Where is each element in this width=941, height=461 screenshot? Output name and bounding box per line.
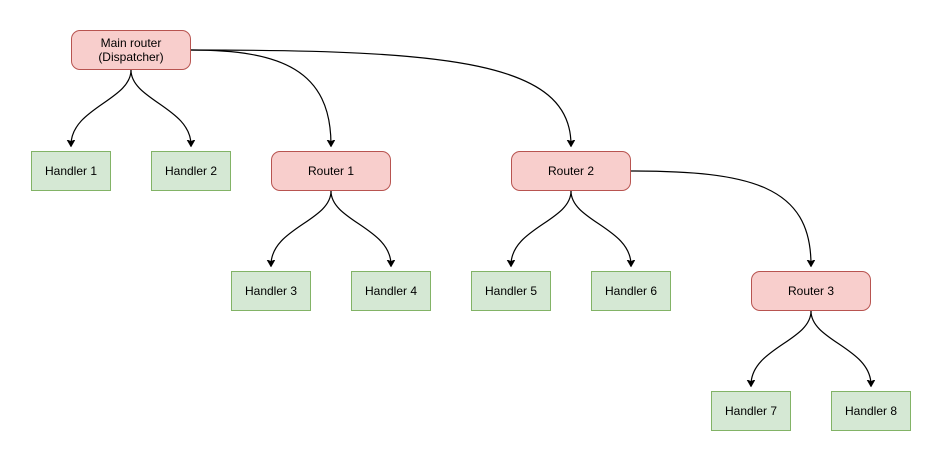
- node-handler-5[interactable]: Handler 5: [471, 271, 551, 311]
- node-router-1[interactable]: Router 1: [271, 151, 391, 191]
- node-label-router-1: Router 1: [307, 164, 355, 178]
- edge-router-2-to-router-3: [630, 170, 811, 265]
- node-label-handler-1: Handler 1: [44, 164, 98, 178]
- edge-main-to-router-2: [190, 49, 571, 145]
- node-handler-2[interactable]: Handler 2: [151, 151, 231, 191]
- node-label-main-router: Main router (Dispatcher): [98, 36, 164, 64]
- node-label-router-2: Router 2: [547, 164, 595, 178]
- edge-router-2-to-handler-6: [570, 190, 631, 265]
- node-handler-8[interactable]: Handler 8: [831, 391, 911, 431]
- node-handler-7[interactable]: Handler 7: [711, 391, 791, 431]
- node-label-handler-8: Handler 8: [844, 404, 898, 418]
- edge-router-1-to-handler-3: [271, 190, 332, 265]
- node-label-handler-2: Handler 2: [164, 164, 218, 178]
- node-handler-4[interactable]: Handler 4: [351, 271, 431, 311]
- node-main-router[interactable]: Main router (Dispatcher): [71, 30, 191, 70]
- edge-router-3-to-handler-7: [751, 310, 812, 385]
- node-router-3[interactable]: Router 3: [751, 271, 871, 311]
- node-label-handler-5: Handler 5: [484, 284, 538, 298]
- edges-group: [71, 49, 871, 385]
- node-label-handler-6: Handler 6: [604, 284, 658, 298]
- node-label-handler-3: Handler 3: [244, 284, 298, 298]
- edge-main-to-handler-1: [71, 69, 132, 145]
- edge-router-3-to-handler-8: [810, 310, 871, 385]
- node-handler-6[interactable]: Handler 6: [591, 271, 671, 311]
- node-label-router-3: Router 3: [787, 284, 835, 298]
- edge-main-to-router-1: [190, 49, 331, 145]
- edge-router-2-to-handler-5: [511, 190, 572, 265]
- node-label-handler-4: Handler 4: [364, 284, 418, 298]
- node-label-handler-7: Handler 7: [724, 404, 778, 418]
- edge-main-to-handler-2: [130, 69, 191, 145]
- edge-router-1-to-handler-4: [330, 190, 391, 265]
- node-handler-1[interactable]: Handler 1: [31, 151, 111, 191]
- node-router-2[interactable]: Router 2: [511, 151, 631, 191]
- node-handler-3[interactable]: Handler 3: [231, 271, 311, 311]
